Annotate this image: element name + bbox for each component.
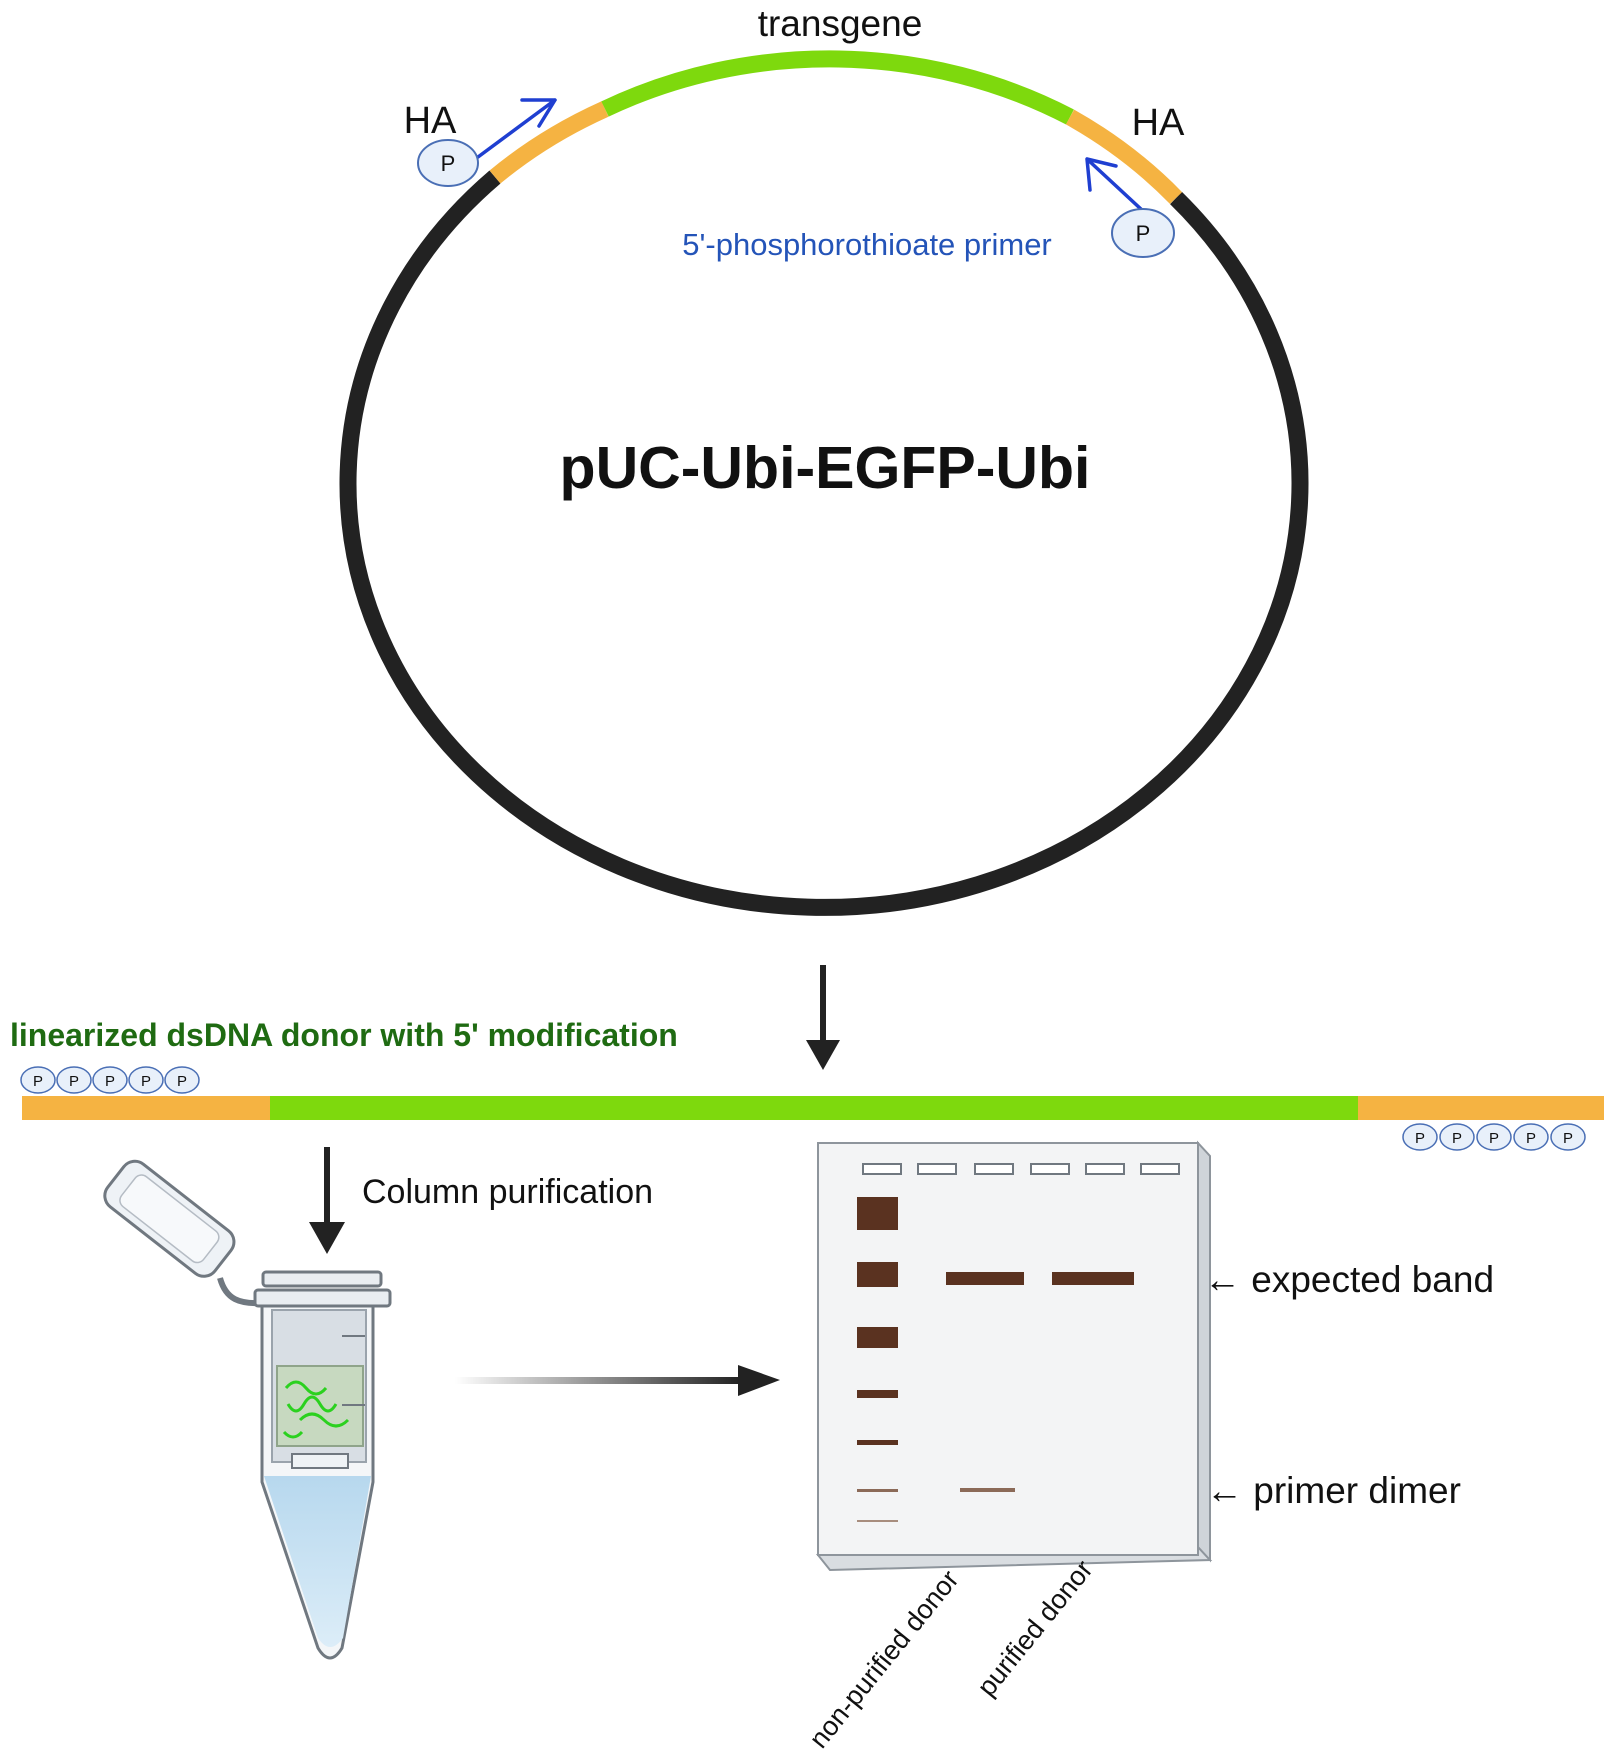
phospho-symbol-left: P xyxy=(441,151,456,176)
spin-column-tube-icon xyxy=(103,1159,392,1660)
arrow-column-to-gel xyxy=(455,1365,780,1396)
donor-ha-left xyxy=(22,1096,270,1120)
ha-left-label: HA xyxy=(404,100,457,142)
arrow-donor-to-column xyxy=(309,1147,345,1254)
expected-band-purified xyxy=(1052,1272,1134,1285)
plasmid-backbone xyxy=(339,170,1309,916)
transgene-label: transgene xyxy=(758,3,923,44)
phospho-symbol: P xyxy=(1452,1130,1462,1147)
primer-forward: P xyxy=(417,98,557,187)
phospho-badge xyxy=(1550,1123,1586,1151)
primer-reverse: P xyxy=(1085,157,1175,258)
lane-label-nonpurified: non-purified donor xyxy=(803,1565,964,1754)
phospho-badge-left xyxy=(417,139,479,187)
gel-well xyxy=(1030,1163,1070,1175)
gel-well xyxy=(862,1163,902,1175)
gel-well xyxy=(917,1163,957,1175)
phospho-badge xyxy=(1402,1123,1438,1151)
phospho-symbol-right: P xyxy=(1136,221,1151,246)
phospho-symbol: P xyxy=(177,1073,187,1090)
phospho-symbol: P xyxy=(1415,1130,1425,1147)
primer-label: 5'-phosphorothioate primer xyxy=(682,227,1052,262)
plasmid-diagram: transgene HA HA P P 5'-phosphorothioate … xyxy=(339,3,1309,916)
homology-arm-right xyxy=(1065,109,1183,204)
phospho-badge xyxy=(1513,1123,1549,1151)
primer-dimer-band-nonpurified xyxy=(960,1488,1015,1492)
linear-donor: linearized dsDNA donor with 5' modificat… xyxy=(10,1017,1604,1151)
phospho-badge xyxy=(1439,1123,1475,1151)
phospho-symbol: P xyxy=(33,1073,43,1090)
phospho-badge xyxy=(56,1066,92,1094)
transgene-segment xyxy=(601,50,1074,125)
ha-right-label: HA xyxy=(1132,102,1185,144)
phospho-symbol: P xyxy=(105,1073,115,1090)
phospho-symbol: P xyxy=(1489,1130,1499,1147)
expected-band-label: ← expected band xyxy=(1204,1259,1494,1300)
gel-well xyxy=(1140,1163,1180,1175)
phospho-badge-right xyxy=(1111,208,1175,258)
phospho-badge xyxy=(92,1066,128,1094)
donor-title: linearized dsDNA donor with 5' modificat… xyxy=(10,1017,678,1053)
lane-label-purified: purified donor xyxy=(971,1555,1098,1702)
phospho-badge xyxy=(1476,1123,1512,1151)
phospho-symbol: P xyxy=(69,1073,79,1090)
phospho-badge xyxy=(128,1066,164,1094)
phospho-badge xyxy=(20,1066,56,1094)
gel-well xyxy=(1085,1163,1125,1175)
plasmid-name: pUC-Ubi-EGFP-Ubi xyxy=(560,435,1091,501)
gel-well xyxy=(974,1163,1014,1175)
phospho-symbol: P xyxy=(141,1073,151,1090)
donor-transgene xyxy=(270,1096,1358,1120)
primer-dimer-label: ← primer dimer xyxy=(1206,1470,1461,1511)
arrow-plasmid-to-donor xyxy=(806,965,840,1070)
gel-image: ← expected band ← primer dimer non-purif… xyxy=(803,1140,1494,1754)
primer-reverse-arrow xyxy=(1085,157,1145,213)
gel-wells xyxy=(862,1163,1180,1175)
primer-forward-arrow xyxy=(476,98,557,159)
expected-band-nonpurified xyxy=(946,1272,1024,1285)
phospho-symbol: P xyxy=(1526,1130,1536,1147)
purification-label: Column purification xyxy=(362,1173,653,1211)
homology-arm-left xyxy=(489,101,609,184)
phospho-symbol: P xyxy=(1563,1130,1573,1147)
phospho-badge xyxy=(164,1066,200,1094)
ladder-bands xyxy=(857,1197,898,1522)
donor-ha-right xyxy=(1358,1096,1604,1120)
